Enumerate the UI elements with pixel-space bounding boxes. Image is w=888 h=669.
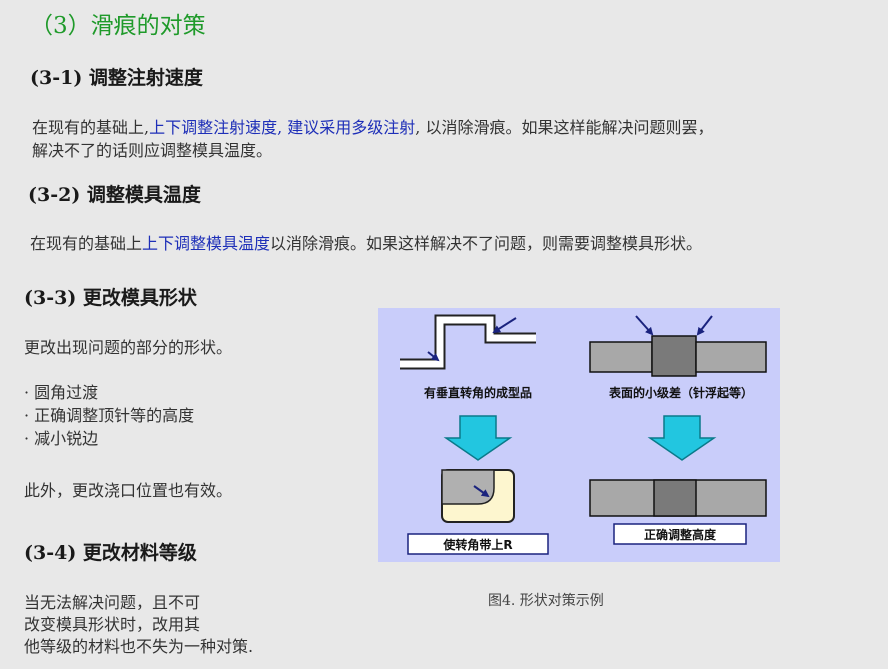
section-heading-3-1: (3-1) 调整注射速度 bbox=[30, 67, 203, 89]
page-title: （3）滑痕的对策 bbox=[30, 13, 206, 39]
text-plain: 在现有的基础上, bbox=[32, 118, 150, 137]
down-arrow-icon bbox=[647, 415, 717, 461]
text-highlight: 上下调整模具温度 bbox=[142, 234, 271, 253]
section-text-3-4: 当无法解决问题，且不可 改变模具形状时，改用其 他等级的材料也不失为一种对策. bbox=[24, 592, 253, 658]
pointer-arrow bbox=[492, 317, 517, 334]
text-line: 改变模具形状时，改用其 bbox=[24, 615, 201, 634]
pointer-arrow bbox=[473, 485, 490, 498]
section-heading-3-3: (3-3) 更改模具形状 bbox=[24, 287, 197, 309]
corrected-height-shape bbox=[589, 479, 767, 517]
section-text-3-1-line1: 在现有的基础上,上下调整注射速度, 建议采用多级注射, 以消除滑痕。如果这样能解… bbox=[32, 116, 713, 139]
figure-caption: 图4. 形状对策示例 bbox=[488, 593, 604, 609]
bullet-item: · 减小锐边 bbox=[24, 429, 99, 448]
left-result-box bbox=[407, 533, 549, 555]
vertical-corner-part-shape bbox=[400, 314, 536, 370]
text-line: 当无法解决问题，且不可 bbox=[24, 593, 201, 612]
section-3-3-note: 此外，更改浇口位置也有效。 bbox=[24, 481, 233, 500]
left-result-label: 使转角带上R bbox=[442, 537, 512, 552]
text-plain: 以消除滑痕。如果这样解决不了问题，则需要调整模具形状。 bbox=[270, 234, 703, 253]
right-shape-label: 表面的小级差（针浮起等） bbox=[608, 385, 753, 400]
section-text-3-1-line2: 解决不了的话则应调整模具温度。 bbox=[32, 141, 273, 160]
bullet-item: · 圆角过渡 bbox=[24, 383, 99, 402]
section-heading-3-4: (3-4) 更改材料等级 bbox=[24, 542, 197, 564]
text-plain: 在现有的基础上 bbox=[30, 234, 143, 253]
text-plain: , 以消除滑痕。如果这样能解决问题则罢， bbox=[415, 118, 714, 137]
pointer-arrow bbox=[696, 315, 713, 336]
shape-countermeasure-figure: 有垂直转角的成型品 表面的小级差（针浮起等） 使转角带上R 正确调整高度 bbox=[378, 308, 780, 562]
section-text-3-1: 在现有的基础上,上下调整注射速度, 建议采用多级注射, 以消除滑痕。如果这样能解… bbox=[32, 116, 713, 162]
rounded-corner-shape bbox=[441, 469, 515, 523]
pointer-arrow bbox=[427, 351, 440, 362]
right-result-box bbox=[613, 523, 747, 545]
bullet-list: · 圆角过渡 · 正确调整顶针等的高度 · 减小锐边 bbox=[24, 381, 194, 450]
section-3-3-intro: 更改出现问题的部分的形状。 bbox=[24, 338, 233, 357]
section-text-3-2: 在现有的基础上上下调整模具温度以消除滑痕。如果这样解决不了问题，则需要调整模具形… bbox=[30, 232, 702, 255]
text-line: 他等级的材料也不失为一种对策. bbox=[24, 637, 254, 656]
left-shape-label: 有垂直转角的成型品 bbox=[424, 385, 532, 400]
down-arrow-icon bbox=[443, 415, 513, 461]
section-heading-3-2: (3-2) 调整模具温度 bbox=[28, 184, 201, 206]
bullet-item: · 正确调整顶针等的高度 bbox=[24, 406, 195, 425]
text-highlight: 上下调整注射速度, 建议采用多级注射 bbox=[149, 118, 416, 137]
right-result-label: 正确调整高度 bbox=[644, 527, 717, 542]
surface-step-shape bbox=[589, 335, 767, 377]
pointer-arrow bbox=[635, 315, 654, 336]
